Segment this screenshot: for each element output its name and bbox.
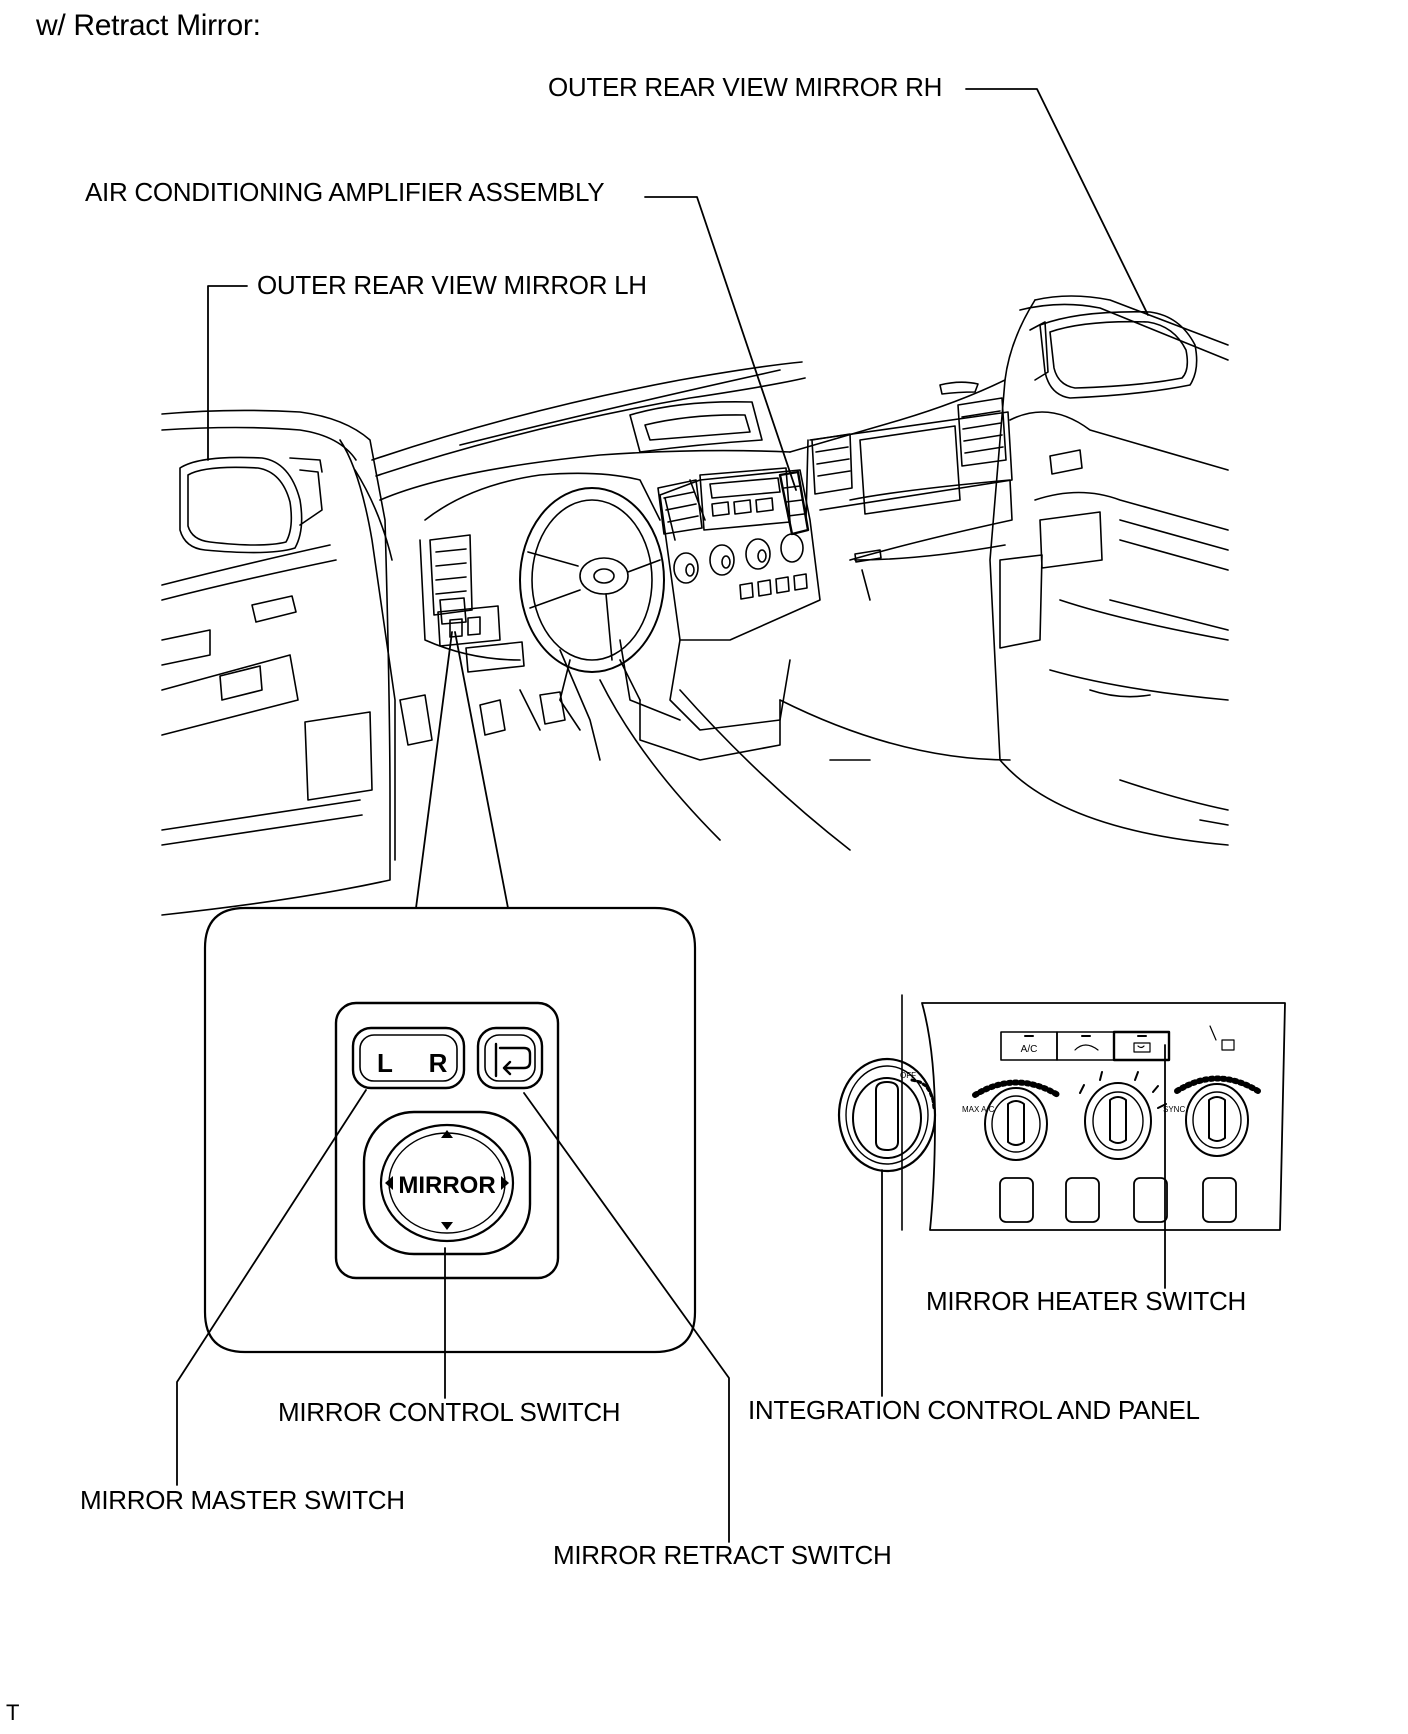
leader-mirror-master-switch	[176, 1089, 367, 1486]
label-outer-mirror-lh: OUTER REAR VIEW MIRROR LH	[257, 270, 647, 300]
label-outer-mirror-rh: OUTER REAR VIEW MIRROR RH	[548, 72, 943, 102]
footer-code: T	[6, 1700, 20, 1725]
arrow-right-icon	[501, 1176, 509, 1190]
zoom-leader	[415, 631, 509, 909]
leader-mirror-retract-switch	[523, 1092, 730, 1543]
temp-dial-left: MAX A/C	[962, 1079, 1061, 1161]
temp-dial-right: SYNC	[1163, 1075, 1261, 1157]
label-mirror-control-switch: MIRROR CONTROL SWITCH	[278, 1397, 621, 1427]
arrow-left-icon	[385, 1176, 393, 1190]
mirror-retract-switch-key[interactable]	[476, 1026, 544, 1090]
recirculation-icon	[1074, 1044, 1099, 1051]
light-control-knob	[837, 1057, 937, 1173]
left-door-outline	[161, 409, 391, 916]
sync-label: SYNC	[1163, 1105, 1185, 1114]
label-ac-amplifier: AIR CONDITIONING AMPLIFIER ASSEMBLY	[85, 177, 605, 207]
mode-dial	[1079, 1071, 1167, 1160]
ac-amplifier-unit	[778, 470, 810, 536]
integration-panel: OFF A/C MAX A/C SYNC	[837, 994, 1286, 1231]
leader-outer-mirror-rh	[965, 88, 1149, 316]
label-integration-control-panel: INTEGRATION CONTROL AND PANEL	[748, 1395, 1200, 1425]
left-mirror-outline	[179, 456, 303, 554]
vehicle-interior	[161, 295, 1229, 916]
leader-lines	[176, 88, 1166, 1543]
switch-base	[334, 1001, 560, 1280]
mirror-control-label: MIRROR	[398, 1172, 495, 1199]
label-mirror-master-switch: MIRROR MASTER SWITCH	[80, 1485, 405, 1515]
right-mirror-outline	[1039, 310, 1198, 399]
arrow-up-icon	[441, 1130, 453, 1138]
retract-icon	[494, 1042, 532, 1078]
switch-key-left: L	[377, 1048, 393, 1078]
switch-inset: L R MIRROR	[203, 906, 697, 1354]
right-door-outline	[989, 379, 1229, 846]
label-mirror-heater-switch: MIRROR HEATER SWITCH	[926, 1286, 1246, 1316]
pillar-switch-cluster	[439, 597, 467, 625]
ac-button-label: A/C	[1021, 1044, 1038, 1055]
leader-outer-mirror-lh	[207, 285, 248, 461]
switch-key-right: R	[429, 1048, 448, 1078]
leader-ac-amplifier	[644, 196, 797, 491]
label-mirror-retract-switch: MIRROR RETRACT SWITCH	[553, 1540, 892, 1570]
max-ac-label: MAX A/C	[962, 1105, 995, 1114]
mirror-heater-switch-button[interactable]	[1112, 1030, 1171, 1062]
mirror-heater-icon	[1133, 1042, 1151, 1053]
mirror-control-switch-knob[interactable]	[379, 1123, 515, 1243]
mirror-master-switch-key[interactable]	[351, 1026, 466, 1090]
steering-wheel	[519, 487, 665, 673]
off-label: OFF	[900, 1071, 916, 1080]
diagram-heading: w/ Retract Mirror:	[36, 9, 261, 42]
arrow-down-icon	[441, 1222, 453, 1230]
